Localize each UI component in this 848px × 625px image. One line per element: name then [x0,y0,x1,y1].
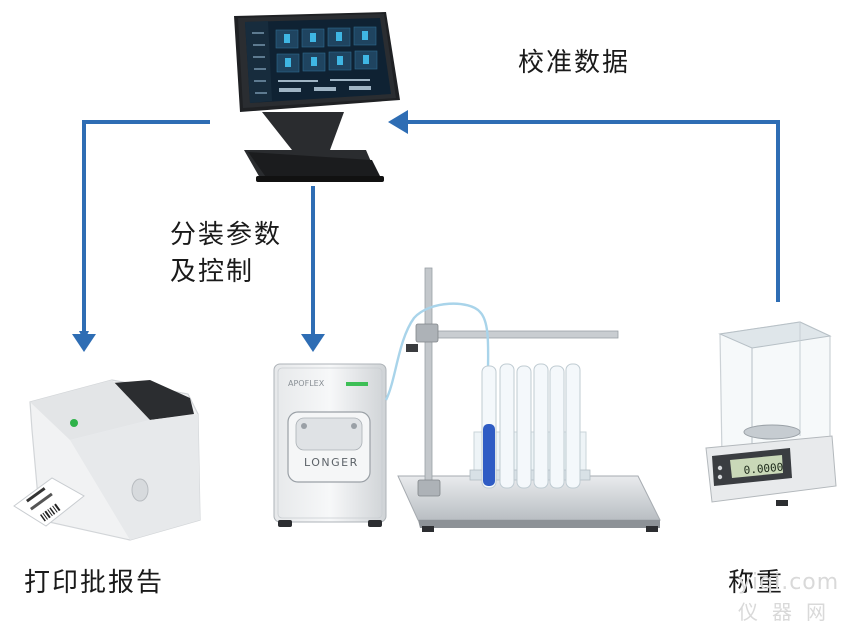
arrow-tablet-to-printer [72,120,210,352]
peristaltic-pump [273,363,387,527]
label-calibration-data: 校准数据 [518,48,631,78]
pump-brand: LONGER [304,456,359,469]
watermark-name: 仪器网 [738,600,840,624]
balance-display-reading: 0.0000 [743,461,784,477]
tube-stand [384,267,661,532]
printer-status-light [70,419,78,427]
pump-brand-small: APOFLEX [288,379,325,388]
label-printer [13,379,201,541]
arrow-tablet-to-pump [301,186,325,352]
label-print-report: 打印批报告 [24,568,165,598]
label-dispense-line1: 分装参数 [170,220,283,250]
arrow-balance-to-tablet [388,110,780,302]
watermark-domain: yiqi.com [738,570,840,595]
label-dispense-line2: 及控制 [170,257,255,288]
label-dispense-params: 分装参数 及控制 [170,218,282,290]
label-weighing: 称重 [728,568,785,598]
analytical-balance [705,321,837,506]
control-tablet [234,12,400,182]
